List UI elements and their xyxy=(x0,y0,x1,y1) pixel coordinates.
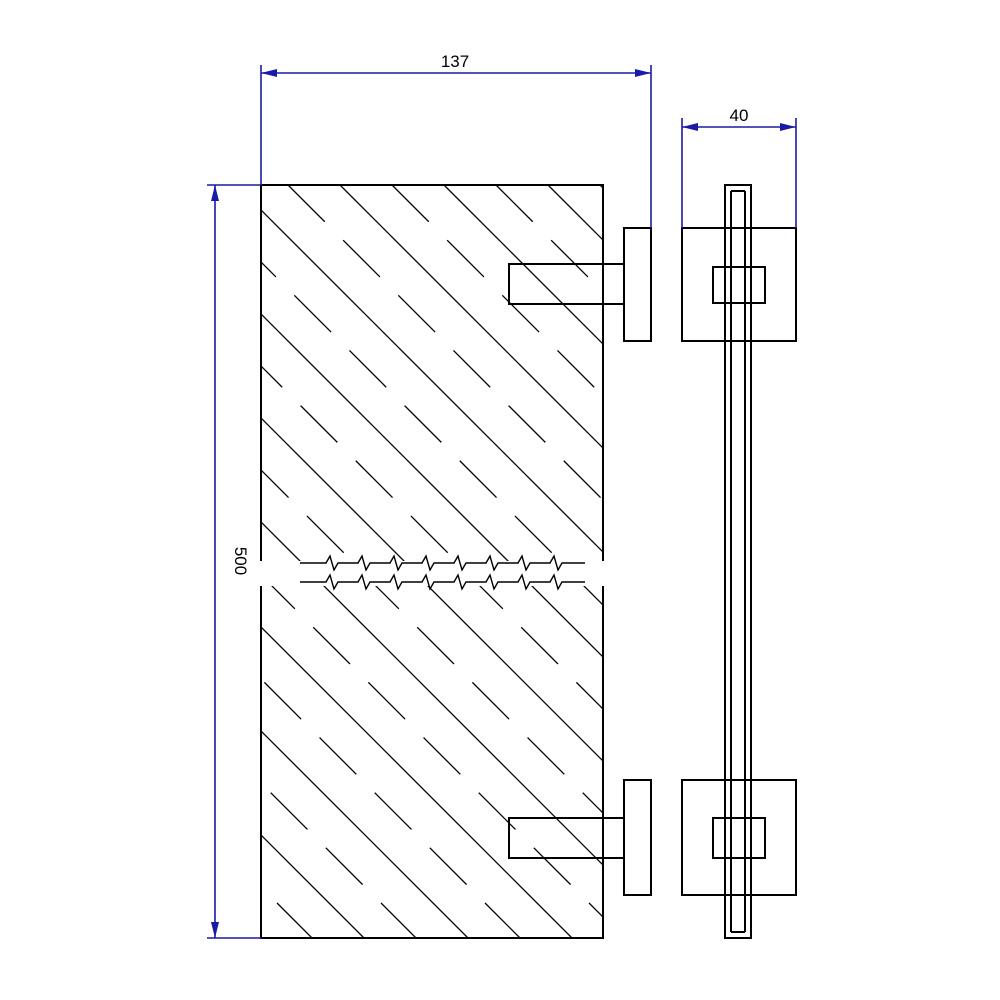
glass-hatch-line xyxy=(443,185,603,345)
glass-hatch-line xyxy=(756,186,1000,938)
break-line-top xyxy=(300,554,585,572)
side-view xyxy=(681,184,797,939)
arrowhead xyxy=(780,123,796,131)
glass-hatch-line xyxy=(0,185,128,961)
glass-hatch-line xyxy=(548,186,1000,938)
glass-hatch-line xyxy=(495,185,603,293)
glass-hatch-line xyxy=(0,185,544,961)
dimension-depth: 40 xyxy=(681,106,797,228)
glass-hatch-line xyxy=(0,185,76,961)
glass-hatch-line xyxy=(808,185,1000,961)
dimension-height: 500 xyxy=(207,184,261,939)
glass-hatch-line xyxy=(261,365,457,561)
glass-hatch-line xyxy=(0,186,208,938)
bracket-arm-upper xyxy=(508,263,625,305)
glass-hatch-line xyxy=(912,186,1000,938)
glass-hatch-line xyxy=(0,185,232,961)
bracket-upper-front xyxy=(508,227,652,342)
glass-hatch-line xyxy=(808,186,1000,938)
glass-hatch-line xyxy=(391,185,603,397)
glass-panel-upper-outline xyxy=(260,184,604,561)
bracket-plate-upper xyxy=(623,227,652,342)
wall-plate-upper xyxy=(681,227,797,342)
glass-hatch-line xyxy=(323,586,603,866)
width-dimension-label: 137 xyxy=(441,52,469,71)
glass-hatch-line xyxy=(912,185,1000,961)
glass-hatch-line xyxy=(0,186,52,938)
glass-hatch-line xyxy=(704,185,1000,961)
glass-hatch-line xyxy=(964,185,1000,961)
wall-plate-lower xyxy=(681,779,797,896)
glass-hatch-line xyxy=(0,185,648,961)
glass-hatch-line xyxy=(756,185,1000,961)
side-block-upper xyxy=(712,266,766,304)
glass-hatch-line xyxy=(288,186,1000,938)
break-lines xyxy=(300,554,585,591)
glass-hatch-line xyxy=(583,586,603,606)
glass-hatch-line xyxy=(0,186,260,938)
glass-hatch-line xyxy=(496,186,1000,938)
arrowhead xyxy=(261,69,277,77)
glass-hatch-line xyxy=(261,521,301,561)
glass-panel-lower xyxy=(0,186,1000,939)
glass-panel-lower-outline xyxy=(260,586,604,939)
glass-hatch-line xyxy=(0,185,596,961)
depth-dimension-label: 40 xyxy=(730,106,749,125)
glass-hatch-line xyxy=(0,185,336,961)
glass-hatch-line xyxy=(261,886,313,938)
glass-hatch-line xyxy=(652,186,1000,938)
glass-hatching-upper xyxy=(0,185,1000,961)
arrowhead xyxy=(211,185,219,201)
glass-hatch-line xyxy=(547,185,603,241)
dimension-width: 137 xyxy=(260,52,652,228)
glass-hatch-line xyxy=(261,678,521,938)
glass-hatch-line xyxy=(261,730,469,938)
glass-hatch-line xyxy=(271,586,603,918)
glass-hatch-line xyxy=(704,186,1000,938)
glass-hatch-line xyxy=(287,185,603,501)
glass-hatch-line xyxy=(479,586,603,710)
glass-hatch-line xyxy=(261,261,561,561)
glass-hatch-line xyxy=(444,186,1000,938)
glass-hatch-line xyxy=(236,186,988,938)
bracket-arm-lower xyxy=(508,817,625,859)
arrowhead xyxy=(682,123,698,131)
glass-hatch-line xyxy=(0,186,156,938)
glass-hatch-line xyxy=(427,586,603,762)
side-block-lower xyxy=(712,817,766,859)
glass-hatch-line xyxy=(0,186,104,938)
glass-hatch-line xyxy=(0,185,388,961)
bracket-plate-lower xyxy=(623,779,652,896)
glass-hatch-line xyxy=(652,185,1000,961)
glass-hatch-line xyxy=(599,185,603,189)
glass-hatch-line xyxy=(860,185,1000,961)
arrowhead xyxy=(635,69,651,77)
glass-hatch-line xyxy=(340,186,1000,938)
glass-hatch-line xyxy=(261,209,603,553)
glass-hatch-line xyxy=(600,186,1000,938)
glass-panel-upper xyxy=(0,184,1000,961)
glass-hatch-line xyxy=(261,626,573,938)
glass-edge-outer xyxy=(724,184,752,939)
glass-hatch-line xyxy=(860,186,1000,938)
glass-hatching-lower xyxy=(0,186,1000,938)
glass-hatch-line xyxy=(0,185,180,961)
glass-hatch-line xyxy=(392,186,1000,938)
height-dimension-label: 500 xyxy=(231,547,250,575)
break-line-bottom xyxy=(300,573,585,591)
glass-hatch-line xyxy=(261,782,417,938)
arrowhead xyxy=(211,922,219,938)
glass-hatch-line xyxy=(261,469,353,561)
glass-hatch-line xyxy=(261,834,365,938)
glass-hatch-line xyxy=(261,417,405,561)
bracket-lower-front xyxy=(508,779,652,896)
glass-hatch-line xyxy=(964,186,1000,938)
glass-hatch-line xyxy=(339,185,603,449)
